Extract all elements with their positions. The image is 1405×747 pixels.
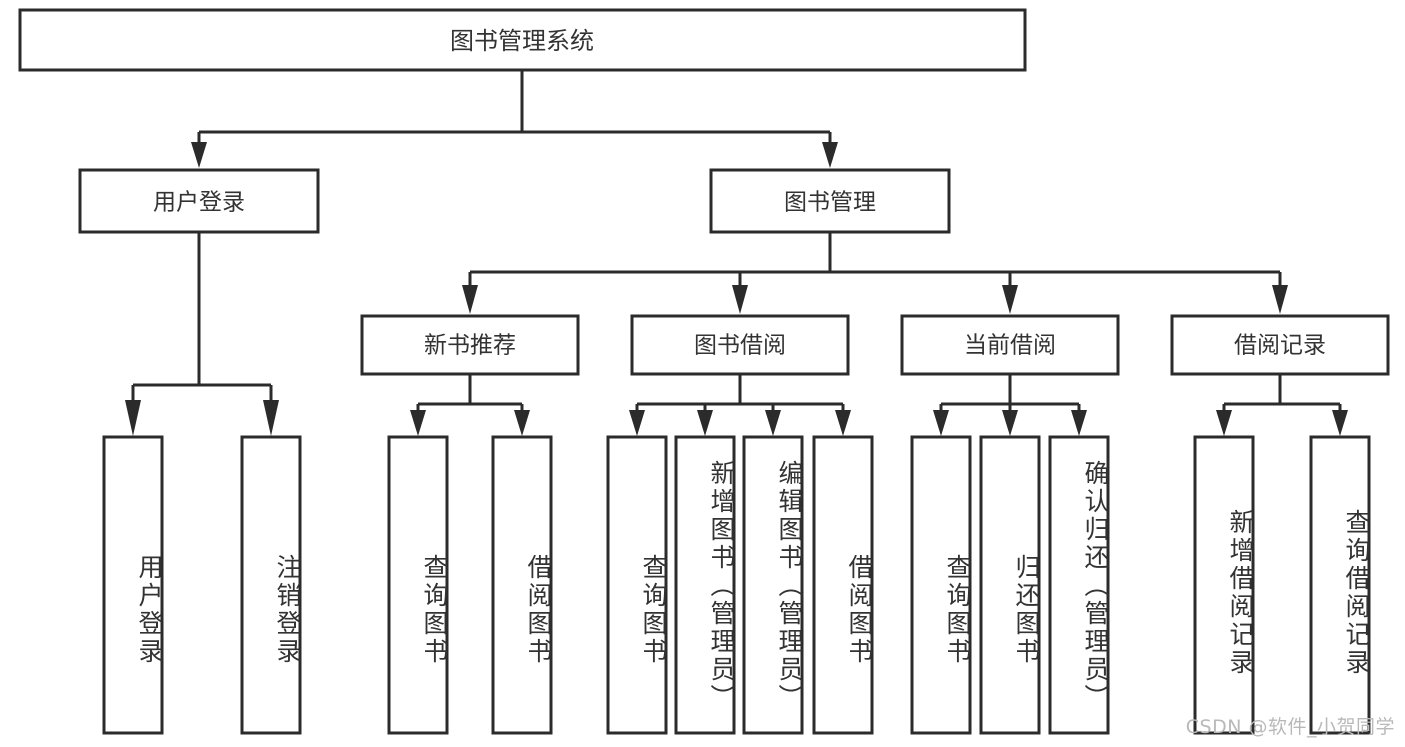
leaf-box-cb-confirm-return[interactable] <box>1048 435 1110 735</box>
node-current-borrow[interactable]: 当前借阅 <box>900 314 1120 376</box>
node-root-label: 图书管理系统 <box>450 27 594 55</box>
arrow-head-to-leaf-cb-query <box>933 410 949 436</box>
leaf-box-nbr-query-book[interactable] <box>387 435 449 735</box>
connector-book-borrow-to-leaves <box>629 374 851 436</box>
connector-borrow-record-to-leaves <box>1216 374 1348 436</box>
arrow-head-to-leaf-bb-query <box>629 410 645 436</box>
node-new-book-recommend[interactable]: 新书推荐 <box>360 314 580 376</box>
arrow-head-to-leaf-br-add <box>1216 410 1232 436</box>
arrow-head-to-book-borrow <box>732 285 748 314</box>
node-new-book-recommend-box[interactable] <box>360 314 580 376</box>
arrow-head-to-current-borrow <box>1002 285 1018 314</box>
arrow-head-to-leaf-user-logout <box>263 400 279 436</box>
arrow-head-to-leaf-bb-borrow <box>835 410 851 436</box>
arrow-head-to-leaf-bb-add <box>697 410 713 436</box>
leaf-box-cb-query-book[interactable] <box>910 435 972 735</box>
node-borrow-record-box[interactable] <box>1170 314 1390 376</box>
node-book-manage-box[interactable] <box>709 168 951 234</box>
node-user-login[interactable]: 用户登录 <box>78 168 320 234</box>
node-book-borrow-label: 图书借阅 <box>694 333 786 359</box>
node-book-borrow[interactable]: 图书借阅 <box>630 314 850 376</box>
arrow-head-to-leaf-cb-return <box>1002 410 1018 436</box>
leaf-box-user-login[interactable] <box>102 435 164 735</box>
node-book-manage[interactable]: 图书管理 <box>709 168 951 234</box>
node-current-borrow-box[interactable] <box>900 314 1120 376</box>
arrow-head-to-borrow-record <box>1272 285 1288 314</box>
leaf-box-bb-edit-book[interactable] <box>742 435 804 735</box>
connector-user-login-to-leaves <box>125 232 279 436</box>
arrow-head-to-leaf-nbr-borrow <box>514 410 530 436</box>
connector-current-borrow-to-leaves <box>933 374 1087 436</box>
node-user-login-label: 用户登录 <box>153 190 245 216</box>
arrow-head-to-leaf-user-login <box>125 400 141 436</box>
arrow-head-to-leaf-bb-edit <box>765 410 781 436</box>
node-book-manage-label: 图书管理 <box>784 190 876 216</box>
arrow-head-to-book-manage <box>822 142 838 168</box>
node-borrow-record[interactable]: 借阅记录 <box>1170 314 1390 376</box>
node-book-borrow-box[interactable] <box>630 314 850 376</box>
leaf-box-nbr-borrow-book[interactable] <box>491 435 553 735</box>
node-root-box[interactable] <box>18 8 1027 72</box>
leaf-box-bb-add-book[interactable] <box>674 435 736 735</box>
arrow-head-to-leaf-br-query <box>1332 410 1348 436</box>
arrow-head-to-leaf-nbr-query <box>410 410 426 436</box>
node-borrow-record-label: 借阅记录 <box>1234 333 1326 359</box>
node-new-book-recommend-label: 新书推荐 <box>424 333 516 359</box>
connector-root-to-level2 <box>191 70 838 168</box>
node-current-borrow-label: 当前借阅 <box>964 333 1056 359</box>
arrow-head-to-leaf-cb-confirm <box>1071 410 1087 436</box>
leaf-box-user-logout[interactable] <box>240 435 302 735</box>
connector-new-book-recommend-to-leaves <box>410 374 530 436</box>
leaf-box-bb-borrow-book[interactable] <box>812 435 874 735</box>
leaf-box-br-add-record[interactable] <box>1193 435 1255 735</box>
leaf-box-br-query-record[interactable] <box>1309 435 1371 735</box>
node-root[interactable]: 图书管理系统 <box>18 8 1027 72</box>
leaf-box-bb-query-book[interactable] <box>606 435 668 735</box>
arrow-head-to-user-login <box>191 142 207 168</box>
connector-book-manage-to-level3 <box>462 232 1288 314</box>
arrow-head-to-new-book-recommend <box>462 285 478 314</box>
leaf-box-cb-return-book[interactable] <box>979 435 1041 735</box>
csdn-watermark: CSDN @软件_小贺同学 <box>1185 716 1395 738</box>
